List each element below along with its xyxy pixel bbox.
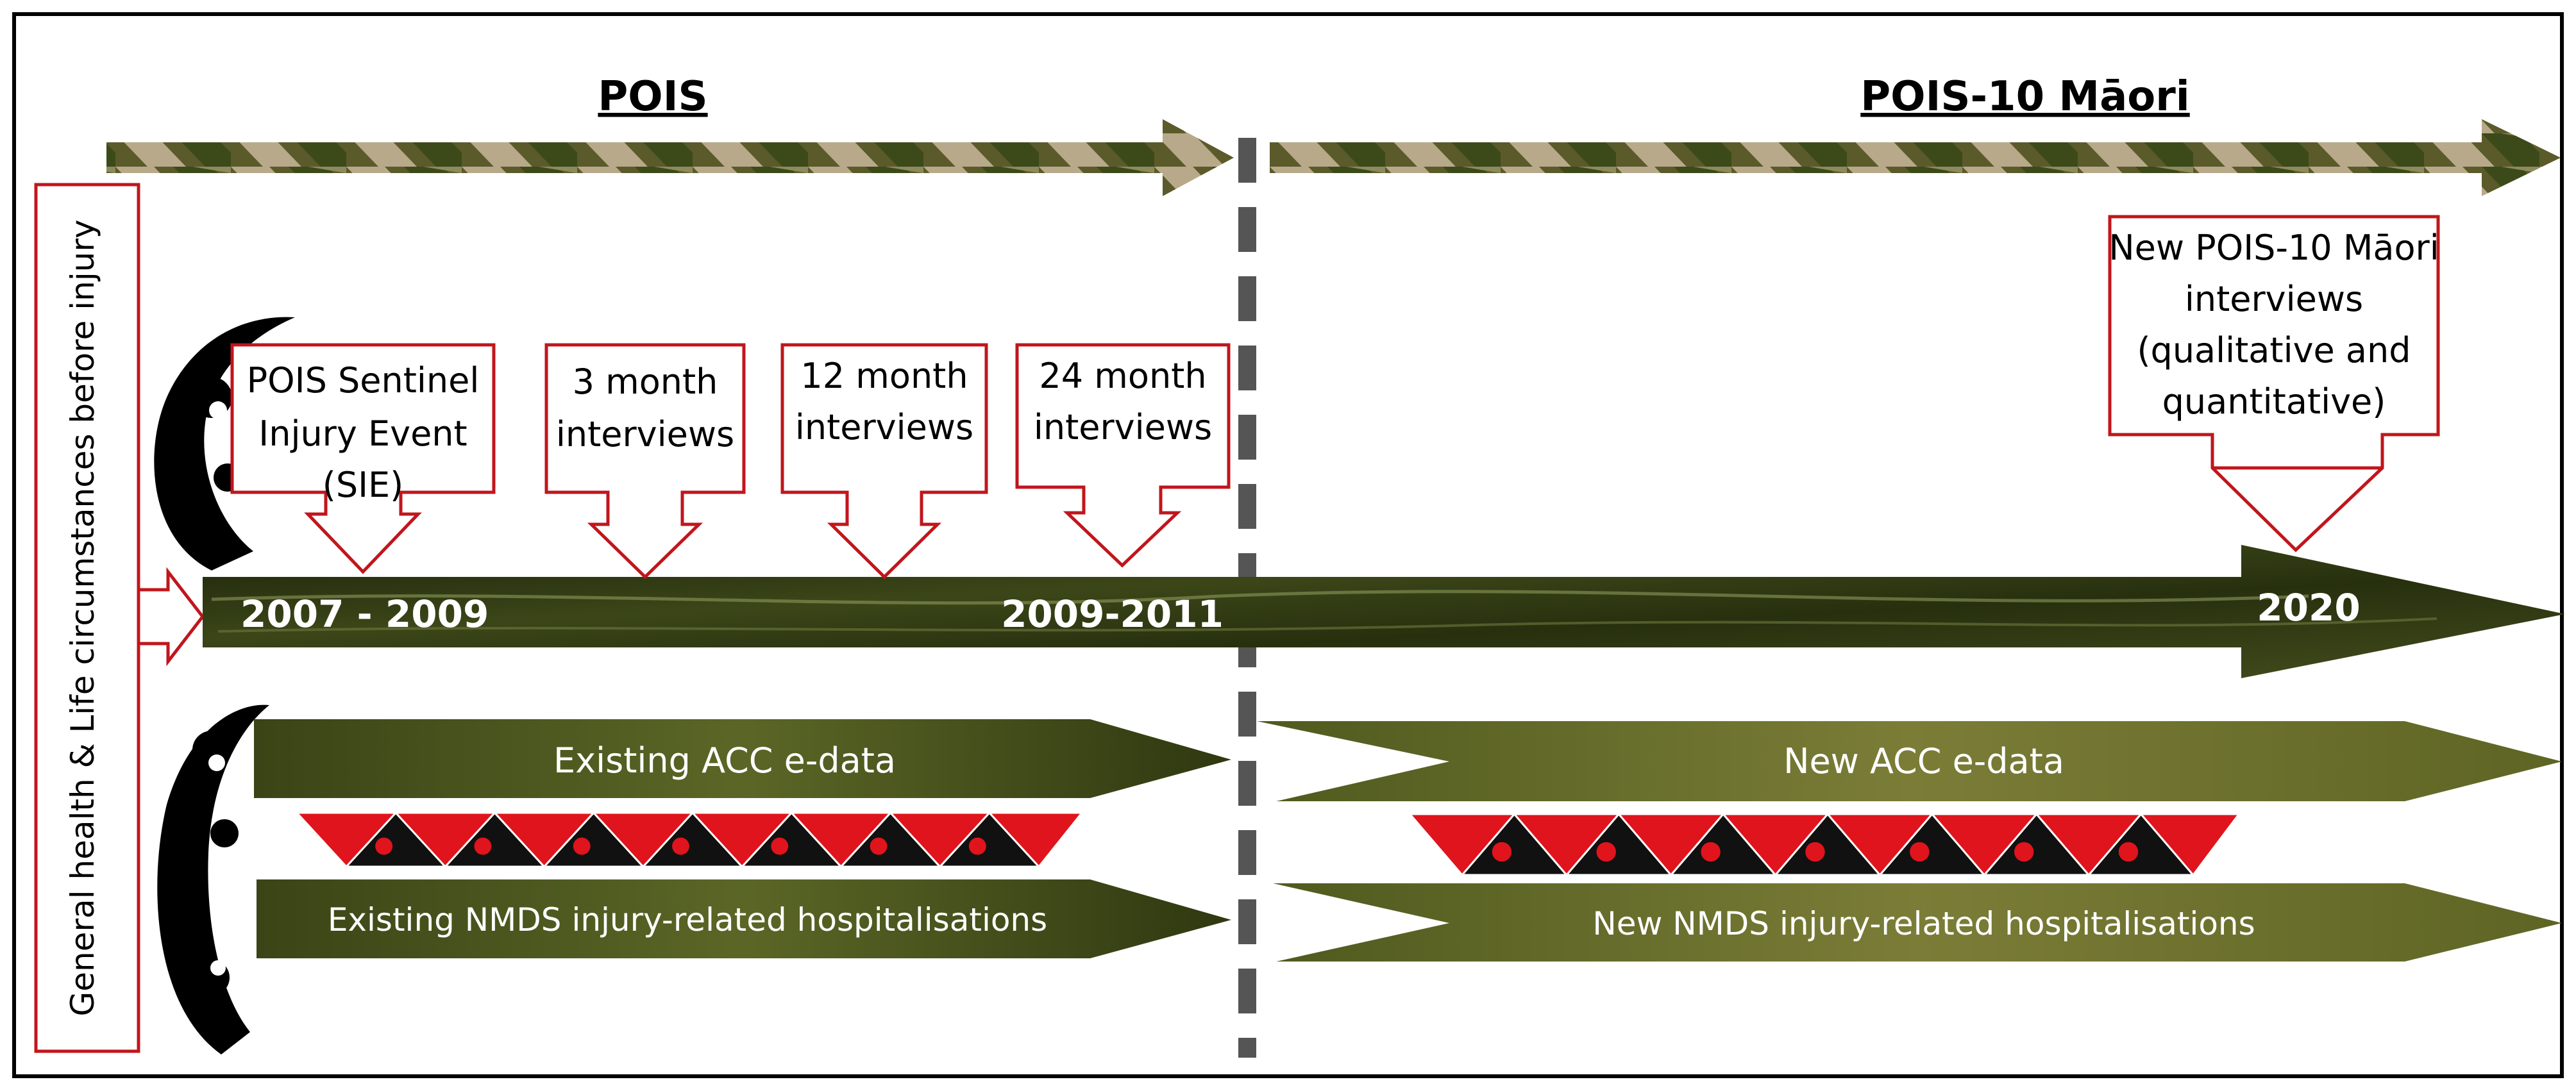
callout-3-month-line-2: interviews	[556, 414, 734, 454]
header-pois-10-maori: POIS-10 Māori	[1860, 73, 2189, 121]
side-arrow	[137, 567, 205, 667]
pattern-triangle	[1512, 813, 1621, 877]
callout-sie-line-3: (SIE)	[323, 465, 403, 505]
band-new-acc-label: New ACC e-data	[1783, 741, 2064, 781]
pattern-triangle	[888, 812, 992, 869]
maori-pattern-left	[294, 811, 1084, 869]
band-existing-acc	[254, 719, 1231, 798]
pattern-koru	[1596, 842, 1616, 862]
callout-3-month: 3 month interviews	[544, 343, 746, 579]
callout-24-month: 24 month interviews	[1015, 343, 1231, 568]
callout-24-month-line-2: interviews	[1034, 407, 1212, 447]
callout-new-interviews: New POIS-10 Māori interviews (qualitativ…	[2108, 215, 2440, 553]
band-new-acc	[1257, 721, 2562, 801]
callout-sie-line-1: POIS Sentinel	[247, 360, 480, 401]
koru-icon-upper	[154, 317, 295, 570]
koru-icon-lower	[157, 704, 269, 1054]
year-end: 2020	[2257, 586, 2360, 629]
top-arrow-pois	[106, 119, 1234, 196]
callout-12-month-line-2: interviews	[795, 407, 973, 447]
side-label: General health & Life circumstances befo…	[64, 219, 101, 1016]
band-existing-nmds-label: Existing NMDS injury-related hospitalisa…	[328, 901, 1047, 938]
pattern-triangle	[393, 812, 497, 869]
callout-new-line-3: (qualitative and	[2137, 330, 2411, 371]
year-start: 2007 - 2009	[240, 592, 489, 636]
year-mid: 2009-2011	[1001, 592, 1224, 636]
maori-pattern-right	[1408, 812, 2241, 877]
pattern-koru	[1492, 842, 1512, 862]
pattern-triangle	[591, 812, 695, 869]
callout-12-month: 12 month interviews	[780, 343, 988, 579]
callout-sie-line-2: Injury Event	[258, 413, 467, 454]
band-existing-acc-label: Existing ACC e-data	[553, 740, 896, 781]
callout-new-line-1: New POIS-10 Māori	[2109, 228, 2439, 268]
pattern-triangle	[492, 812, 596, 869]
callout-3-month-line-1: 3 month	[573, 362, 718, 402]
callout-24-month-line-1: 24 month	[1039, 356, 1206, 396]
callout-12-month-line-1: 12 month	[800, 356, 968, 396]
pattern-koru	[870, 837, 888, 855]
side-label-box	[34, 183, 140, 1053]
pattern-triangle	[1408, 813, 1517, 877]
pattern-triangle	[2139, 813, 2241, 877]
pattern-koru	[1805, 842, 1825, 862]
pattern-triangle	[294, 812, 398, 869]
pattern-triangle	[1721, 813, 1830, 877]
pattern-triangle	[1617, 813, 1726, 877]
callout-sie: POIS Sentinel Injury Event (SIE)	[230, 343, 496, 574]
pattern-koru	[1701, 842, 1721, 862]
header-pois: POIS	[598, 73, 707, 121]
pattern-triangle	[2034, 813, 2143, 877]
pattern-koru	[771, 837, 789, 855]
outer-frame	[12, 12, 2564, 1078]
main-timeline-arrow	[203, 545, 2565, 678]
pattern-koru	[474, 837, 492, 855]
pattern-triangle	[690, 812, 794, 869]
pattern-koru	[1910, 842, 1930, 862]
pattern-koru	[2118, 842, 2139, 862]
pattern-koru	[672, 837, 689, 855]
band-new-nmds	[1273, 883, 2562, 962]
pattern-koru	[2014, 842, 2034, 862]
band-new-nmds-label: New NMDS injury-related hospitalisations	[1592, 905, 2255, 942]
pattern-triangle	[1825, 813, 1935, 877]
band-existing-nmds	[257, 879, 1231, 958]
callout-new-line-4: quantitative)	[2162, 381, 2386, 422]
pattern-koru	[968, 837, 986, 855]
pattern-triangle	[1930, 813, 2039, 877]
pattern-triangle	[987, 812, 1084, 869]
pattern-triangle	[789, 812, 893, 869]
top-arrow-pois-10	[1270, 119, 2561, 196]
pattern-koru	[375, 837, 393, 855]
pattern-koru	[573, 837, 591, 855]
callout-new-line-2: interviews	[2185, 279, 2363, 319]
